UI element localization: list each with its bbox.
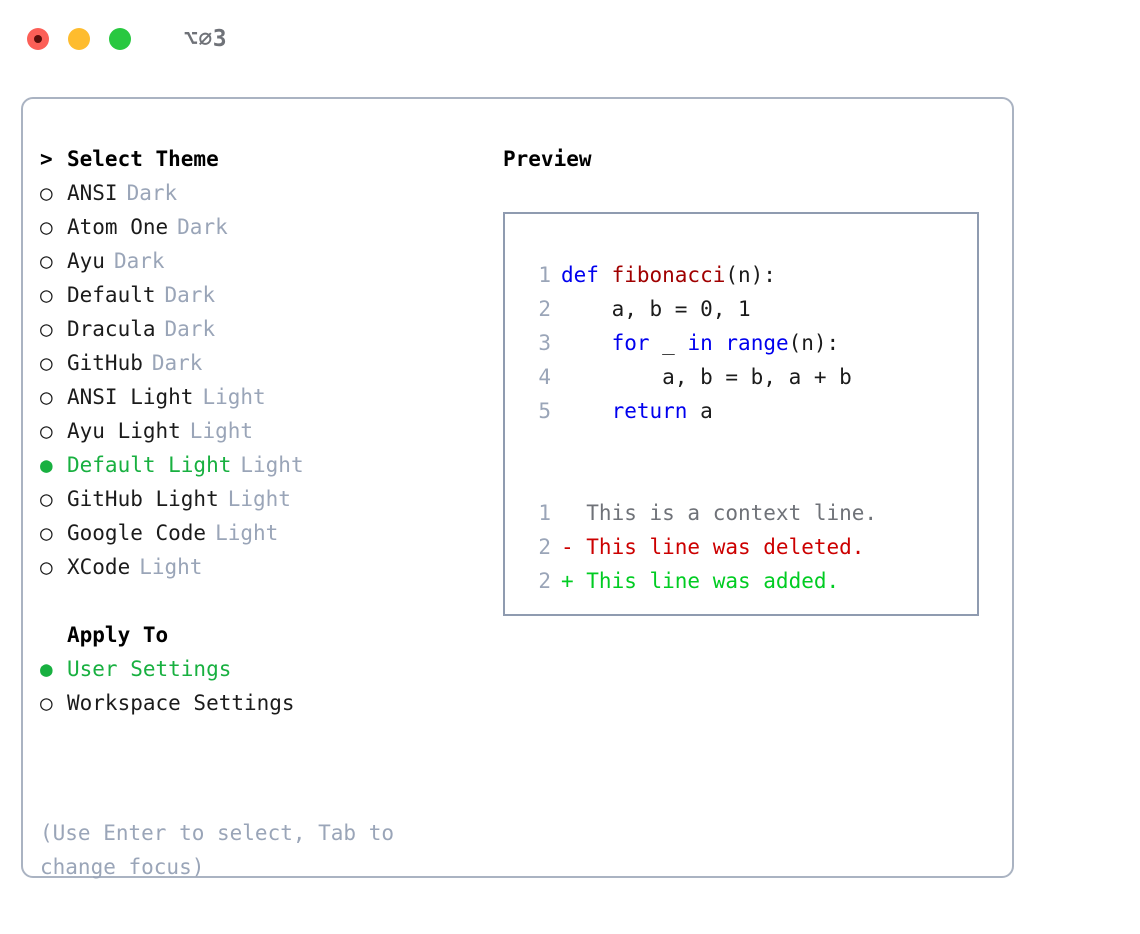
code-content: def fibonacci(n): bbox=[561, 258, 776, 292]
theme-mode-tag: Light bbox=[139, 555, 203, 579]
zoom-window-button[interactable] bbox=[109, 28, 131, 50]
theme-option-github-dark[interactable]: ○ GitHub Dark bbox=[40, 346, 490, 380]
radio-unselected-icon[interactable]: ○ bbox=[40, 283, 53, 307]
theme-mode-tag: Dark bbox=[164, 317, 216, 341]
code-content: for _ in range(n): bbox=[561, 326, 840, 360]
keyboard-hint-text: (Use Enter to select, Tab to change focu… bbox=[40, 821, 407, 879]
code-keyword: return bbox=[611, 399, 688, 423]
theme-mode-tag: Dark bbox=[164, 283, 216, 307]
theme-mode-tag: Light bbox=[227, 487, 291, 511]
code-line: 4 a, b = b, a + b bbox=[523, 360, 977, 394]
code-keyword: for bbox=[611, 331, 650, 355]
close-window-button[interactable] bbox=[27, 28, 49, 50]
theme-option-default-dark[interactable]: ○ Default Dark bbox=[40, 278, 490, 312]
code-content: a, b = 0, 1 bbox=[561, 292, 751, 326]
code-function-name: fibonacci bbox=[611, 263, 726, 287]
code-line: 1 def fibonacci(n): bbox=[523, 258, 977, 292]
theme-mode-tag: Dark bbox=[177, 215, 228, 239]
theme-mode-tag: Dark bbox=[151, 351, 203, 375]
code-line: 3 for _ in range(n): bbox=[523, 326, 977, 360]
code-plain bbox=[561, 331, 612, 355]
preview-column: Preview 1 def fibonacci(n): 2 a, b = 0, … bbox=[503, 142, 993, 616]
code-blank-line bbox=[523, 428, 977, 462]
window-titlebar: ⌥⌀3 bbox=[0, 0, 1140, 78]
theme-picker-panel: > Select Theme ○ ANSI Dark ○ Atom One Da… bbox=[21, 97, 1014, 879]
code-plain bbox=[713, 331, 726, 355]
radio-unselected-icon[interactable]: ○ bbox=[40, 317, 53, 341]
theme-option-ansi-light[interactable]: ○ ANSI Light Light bbox=[40, 380, 490, 414]
line-number: 2 bbox=[538, 297, 551, 321]
code-content: a, b = b, a + b bbox=[561, 360, 852, 394]
theme-option-dracula-dark[interactable]: ○ Dracula Dark bbox=[40, 312, 490, 346]
line-number: 4 bbox=[538, 365, 551, 389]
line-number: 2 bbox=[538, 535, 551, 559]
theme-option-xcode-light[interactable]: ○ XCode Light bbox=[40, 550, 490, 584]
radio-unselected-icon[interactable]: ○ bbox=[40, 181, 53, 205]
diff-line-added: 2 + This line was added. bbox=[523, 564, 977, 598]
code-plain: a, b = b, a + b bbox=[561, 365, 852, 389]
theme-mode-tag: Light bbox=[240, 453, 304, 477]
select-theme-heading: > Select Theme bbox=[40, 142, 490, 176]
theme-option-google-code-light[interactable]: ○ Google Code Light bbox=[40, 516, 490, 550]
theme-mode-tag: Dark bbox=[113, 249, 165, 273]
radio-selected-icon[interactable]: ● bbox=[40, 657, 53, 681]
code-plain bbox=[561, 399, 612, 423]
theme-option-ansi-dark[interactable]: ○ ANSI Dark bbox=[40, 176, 490, 210]
preview-heading: Preview bbox=[503, 147, 592, 171]
code-keyword: def bbox=[561, 263, 612, 287]
theme-option-github-light[interactable]: ○ GitHub Light Light bbox=[40, 482, 490, 516]
radio-selected-icon[interactable]: ● bbox=[40, 453, 53, 477]
code-plain: (n): bbox=[788, 331, 840, 355]
code-line: 5 return a bbox=[523, 394, 977, 428]
line-number: 5 bbox=[538, 399, 551, 423]
code-plain: (n): bbox=[725, 263, 776, 287]
theme-selection-column: > Select Theme ○ ANSI Dark ○ Atom One Da… bbox=[40, 142, 490, 720]
window-control-dots bbox=[27, 28, 131, 50]
radio-unselected-icon[interactable]: ○ bbox=[40, 487, 53, 511]
theme-option-atom-one-dark[interactable]: ○ Atom One Dark bbox=[40, 210, 490, 244]
radio-unselected-icon[interactable]: ○ bbox=[40, 521, 53, 545]
line-number: 1 bbox=[538, 501, 551, 525]
radio-unselected-icon[interactable]: ○ bbox=[40, 351, 53, 375]
apply-to-option-user-settings[interactable]: ● User Settings bbox=[40, 652, 490, 686]
radio-unselected-icon[interactable]: ○ bbox=[40, 385, 53, 409]
theme-mode-tag: Light bbox=[202, 385, 266, 409]
radio-unselected-icon[interactable]: ○ bbox=[40, 215, 53, 239]
theme-mode-tag: Dark bbox=[126, 181, 178, 205]
radio-unselected-icon[interactable]: ○ bbox=[40, 419, 53, 443]
theme-mode-tag: Light bbox=[215, 521, 279, 545]
radio-unselected-icon[interactable]: ○ bbox=[40, 691, 53, 715]
minimize-window-button[interactable] bbox=[68, 28, 90, 50]
code-keyword: in bbox=[687, 331, 713, 355]
line-number: 2 bbox=[538, 569, 551, 593]
line-number: 3 bbox=[538, 331, 551, 355]
line-number: 1 bbox=[538, 263, 551, 287]
diff-line-context: 1 This is a context line. bbox=[523, 496, 977, 530]
code-plain: a bbox=[687, 399, 713, 423]
apply-to-option-workspace-settings[interactable]: ○ Workspace Settings bbox=[40, 686, 490, 720]
radio-unselected-icon[interactable]: ○ bbox=[40, 249, 53, 273]
code-plain: a, b = 0, 1 bbox=[561, 297, 751, 321]
theme-option-ayu-light[interactable]: ○ Ayu Light Light bbox=[40, 414, 490, 448]
radio-unselected-icon[interactable]: ○ bbox=[40, 555, 53, 579]
diff-content: This is a context line. bbox=[561, 501, 878, 525]
preview-code-box: 1 def fibonacci(n): 2 a, b = 0, 1 3 for … bbox=[503, 212, 979, 616]
heading-indent-spacer bbox=[40, 618, 67, 652]
code-line: 2 a, b = 0, 1 bbox=[523, 292, 977, 326]
code-keyword: range bbox=[725, 331, 789, 355]
apply-to-heading: Apply To bbox=[40, 618, 490, 652]
code-blank-line bbox=[523, 462, 977, 496]
theme-option-ayu-dark[interactable]: ○ Ayu Dark bbox=[40, 244, 490, 278]
diff-line-deleted: 2 - This line was deleted. bbox=[523, 530, 977, 564]
theme-mode-tag: Light bbox=[189, 419, 254, 443]
diff-content: + This line was added. bbox=[561, 569, 840, 593]
prompt-caret-icon: > bbox=[40, 147, 53, 171]
keyboard-shortcut-label: ⌥⌀3 bbox=[184, 25, 228, 52]
diff-content: - This line was deleted. bbox=[561, 535, 865, 559]
code-plain: _ bbox=[649, 331, 688, 355]
theme-option-default-light[interactable]: ● Default Light Light bbox=[40, 448, 490, 482]
list-spacer bbox=[40, 584, 490, 618]
code-content: return a bbox=[561, 394, 713, 428]
